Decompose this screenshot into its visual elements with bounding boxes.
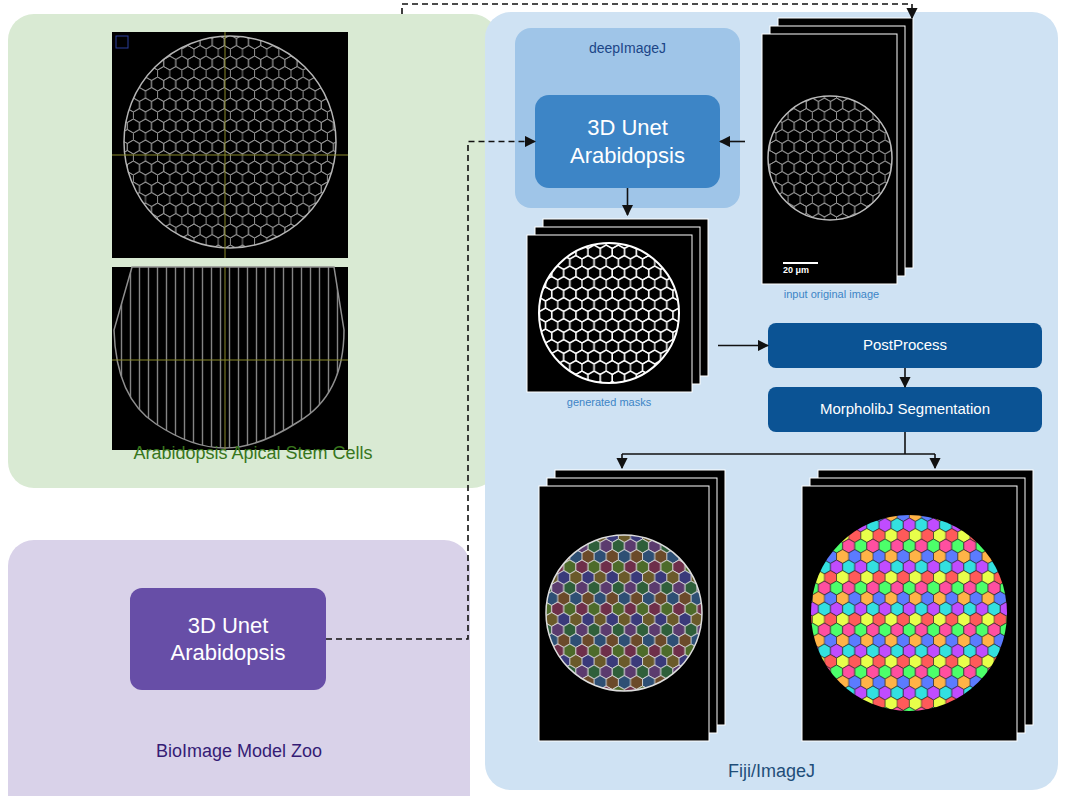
- stack-layer: [539, 486, 709, 741]
- image-ground: [112, 267, 348, 450]
- split-line: [622, 453, 935, 455]
- box-label: 3D Unet Arabidopsis: [140, 612, 316, 667]
- stack-layer: [802, 486, 1017, 741]
- meristem-section: [114, 267, 344, 448]
- output-split-arrows: [622, 432, 935, 468]
- split-line: [904, 432, 906, 454]
- labelled-cells: [546, 535, 702, 691]
- image-caption: input original image: [784, 288, 879, 302]
- stack-layer: [762, 34, 897, 284]
- arrow-connector: [627, 188, 629, 215]
- crosshair: [112, 155, 348, 156]
- crosshair: [225, 267, 226, 450]
- arrow-connector: [904, 368, 906, 387]
- scale-bar: [783, 262, 818, 264]
- mask-stack: [527, 219, 708, 392]
- process-box: PostProcess: [768, 323, 1042, 368]
- meristem-cells: [124, 36, 336, 248]
- crosshair: [112, 360, 348, 361]
- box-label: 3D Unet Arabidopsis: [545, 114, 710, 169]
- panel-title: Fiji/ImageJ: [728, 760, 815, 783]
- roi-marker: [116, 36, 128, 48]
- microscopy-top-view: [112, 32, 348, 258]
- region-panel: BioImage Model Zoo 3D Unet Arabidopsis: [8, 540, 470, 796]
- arrow-connector: [718, 345, 768, 347]
- microscopy-side-view: [112, 267, 348, 450]
- cell-mask: [539, 243, 679, 383]
- panel-title: BioImage Model Zoo: [156, 740, 322, 763]
- process-box: MorpholibJ Segmentation: [768, 387, 1042, 432]
- panel-title: deepImageJ: [589, 40, 666, 58]
- split-arrow: [934, 454, 936, 468]
- meristem-cells: [768, 96, 892, 220]
- model-box: 3D Unet Arabidopsis: [535, 95, 720, 188]
- model-box: 3D Unet Arabidopsis: [130, 588, 326, 690]
- box-label: MorpholibJ Segmentation: [820, 400, 990, 419]
- panel-title: Arabidopsis Apical Stem Cells: [133, 442, 372, 465]
- scale-label: 20 μm: [783, 266, 809, 276]
- dashed-connector: [326, 142, 535, 640]
- stack-layer: [527, 235, 692, 392]
- arrow-connector: [720, 141, 745, 143]
- image-ground: [112, 32, 348, 258]
- labelled-cells: [811, 515, 1007, 711]
- segmentation-label-stack: [802, 470, 1033, 741]
- crosshair: [225, 32, 226, 258]
- split-arrow: [621, 454, 623, 468]
- plugin-panel: deepImageJ 3D Unet Arabidopsis: [515, 28, 740, 208]
- segmentation-overlay-stack: [539, 470, 725, 741]
- input-image-stack: [762, 18, 913, 284]
- box-label: PostProcess: [863, 336, 947, 355]
- dashed-connector: [402, 4, 912, 18]
- image-caption: generated masks: [567, 396, 651, 410]
